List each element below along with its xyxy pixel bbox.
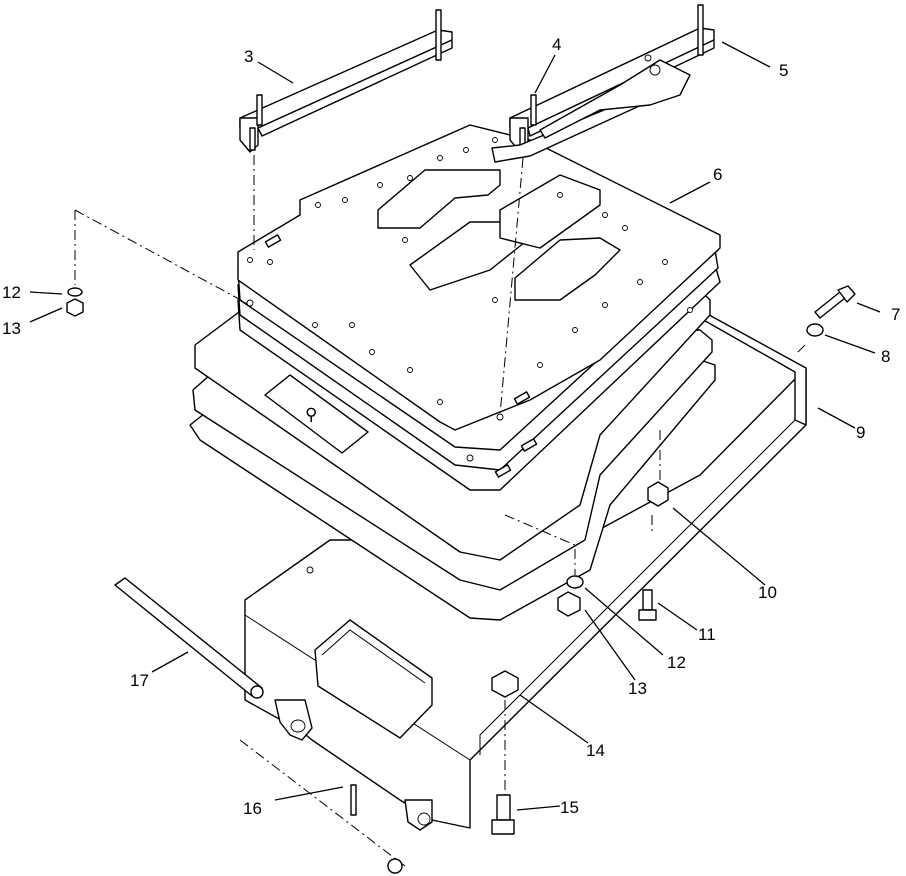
callout-12-left: 12 (2, 283, 21, 302)
flange-nut-icon (647, 481, 669, 507)
shaft-end (387, 858, 403, 874)
hex-nut-icon (557, 591, 581, 617)
callout-4: 4 (552, 35, 561, 54)
plate-holes (246, 137, 693, 462)
callout-3: 3 (244, 47, 253, 66)
washer-icon (806, 323, 824, 337)
hex-bolt-icon (496, 794, 511, 821)
callout-5: 5 (779, 61, 788, 80)
callout-17: 17 (130, 671, 149, 690)
lock-washer-icon (67, 287, 83, 297)
callout-11: 11 (698, 625, 716, 644)
callout-13-left: 13 (2, 319, 21, 338)
callout-10: 10 (758, 583, 777, 602)
hardware (66, 285, 856, 874)
callout-12-right: 12 (667, 653, 686, 672)
hex-nut-icon (66, 298, 84, 317)
decal-icon: ⚲ (305, 405, 317, 424)
callout-13-right: 13 (628, 679, 647, 698)
callouts: 3 4 5 6 7 8 9 10 11 12 12 13 13 14 15 16… (2, 35, 900, 818)
cotter-pin-icon (350, 784, 357, 816)
carriage-bolt-icon (642, 589, 653, 611)
callout-14: 14 (586, 741, 605, 760)
top-mounting-plate (237, 124, 721, 478)
callout-6: 6 (713, 165, 722, 184)
assembly-center-lines (74, 155, 806, 867)
slide-rail-right (491, 4, 715, 163)
bolt-icon (814, 291, 846, 319)
lock-washer-icon (566, 575, 584, 589)
callout-15: 15 (560, 798, 579, 817)
callout-7: 7 (891, 305, 900, 324)
callout-8: 8 (881, 347, 890, 366)
callout-9: 9 (856, 423, 865, 442)
leader-lines (29, 41, 881, 811)
flange-nut-icon (491, 670, 519, 698)
callout-16: 16 (243, 799, 262, 818)
slide-rail-left (239, 9, 453, 153)
